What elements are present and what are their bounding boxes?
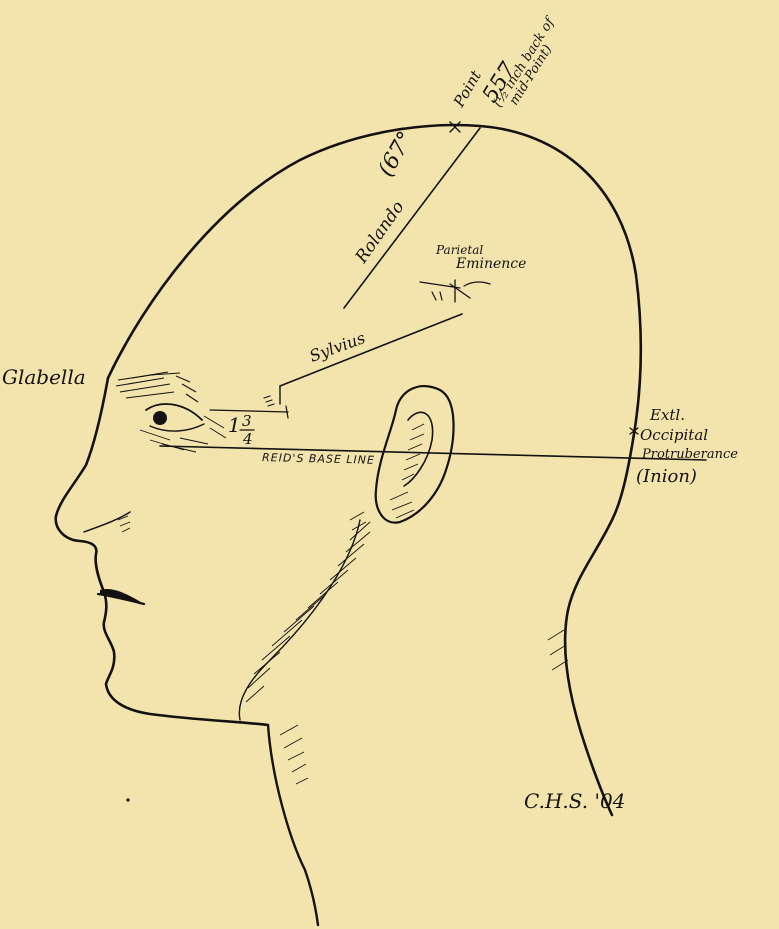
parietal-eminence-marker: [420, 280, 490, 302]
inion-label-4: (Inion): [636, 466, 697, 487]
fraction-numerator: 3: [242, 412, 252, 430]
inion-label-2: Occipital: [640, 426, 708, 444]
point-label: Point: [449, 66, 485, 110]
jaw-line: [239, 520, 360, 720]
neck-hatching: [280, 630, 568, 784]
ear-outline: [376, 386, 454, 523]
parietal-label-1: Parietal: [435, 243, 483, 257]
eye-lower-lid: [150, 424, 204, 431]
angle-label: (67°: [374, 127, 419, 181]
nostril: [84, 512, 130, 532]
parietal-label-2: Eminence: [455, 256, 526, 272]
point-marker: [450, 122, 460, 132]
reids-base-line-label: REID'S BASE LINE: [262, 451, 375, 467]
brow-shading: [116, 372, 198, 402]
rolando-line: [344, 128, 480, 308]
fraction-denominator: 4: [242, 430, 253, 448]
sylvius-angle-mark: [264, 396, 274, 406]
fraction-one-three-quarters: 1 3 4: [228, 412, 254, 448]
fraction-whole: 1: [228, 413, 241, 437]
reids-base-line: [160, 446, 706, 460]
artist-signature: C.H.S. '04: [524, 789, 625, 813]
eye-pupil: [153, 411, 167, 425]
inion-label-3: Protruberance: [641, 447, 738, 462]
ink-dot: [126, 798, 129, 801]
sylvius-label: Sylvius: [307, 328, 368, 366]
parietal-angle-mark: [432, 292, 442, 300]
ear-inner: [404, 412, 433, 486]
neck-front: [268, 725, 318, 925]
glabella-label: Glabella: [2, 365, 86, 389]
inion-label-1: Extl.: [649, 406, 685, 424]
